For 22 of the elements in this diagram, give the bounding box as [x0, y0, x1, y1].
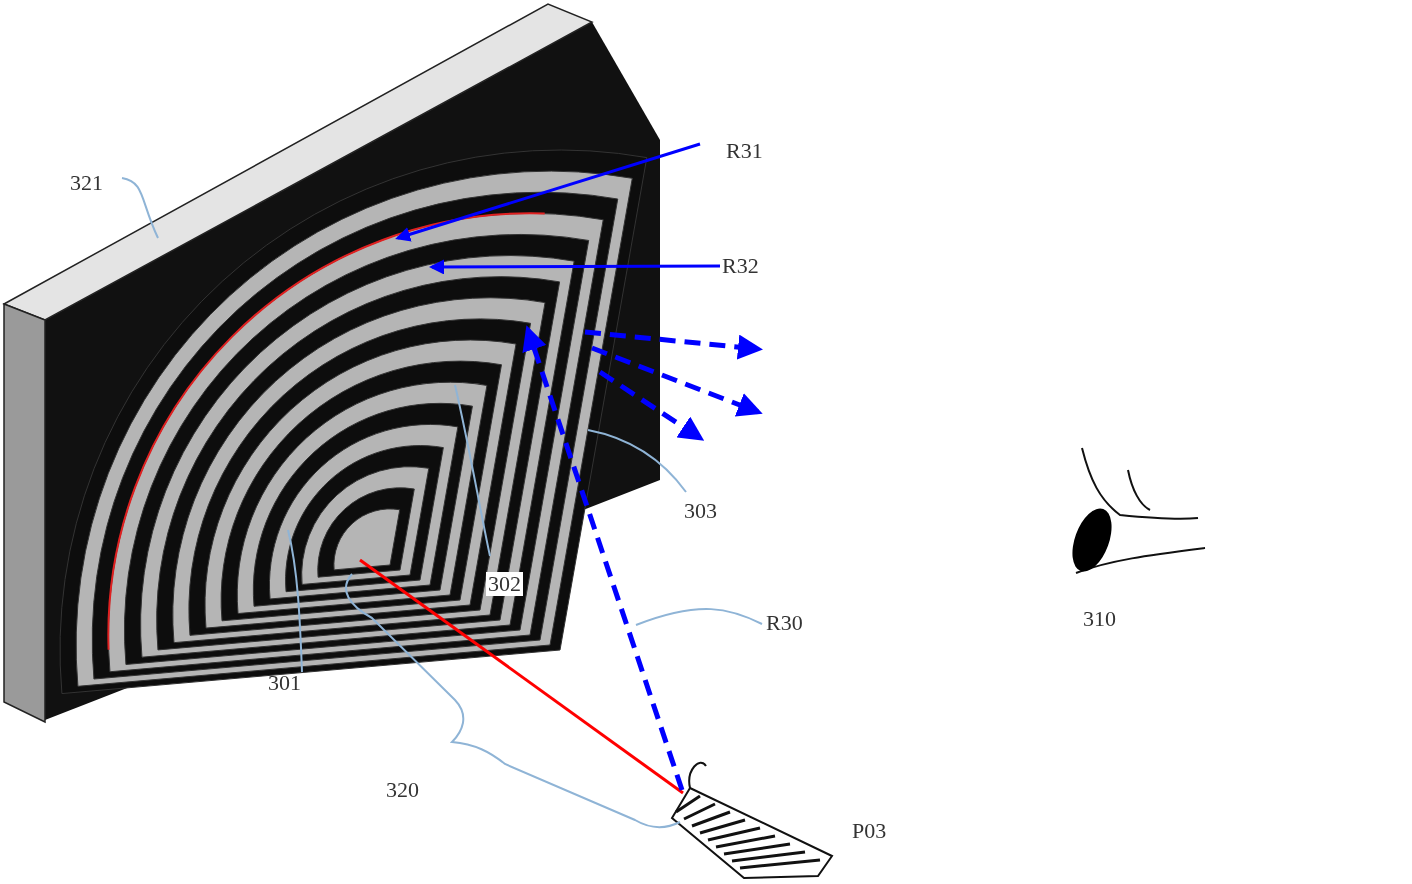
callout-number: R31 — [726, 140, 763, 162]
leader-line — [587, 429, 687, 493]
light-beam — [359, 558, 684, 795]
callout-number: 303 — [684, 500, 717, 522]
leader-line — [121, 177, 159, 239]
callout-number: R30 — [766, 612, 803, 634]
light-ray-arrow — [591, 345, 763, 417]
light-ray-arrow — [522, 325, 685, 791]
callout-number: 310 — [1083, 608, 1116, 630]
callout-number: 301 — [268, 672, 301, 694]
callout-number: 320 — [386, 779, 419, 801]
ray-arrow — [395, 142, 701, 242]
callout-number: 302 — [486, 572, 523, 596]
callout-number: 321 — [70, 172, 103, 194]
light-ray-arrow — [584, 329, 763, 360]
light-ray-arrow — [598, 369, 705, 441]
ray-arrow — [429, 259, 720, 275]
leader-line — [635, 608, 763, 626]
callout-number: R32 — [722, 255, 759, 277]
leader-line — [454, 384, 491, 557]
leader-line — [287, 529, 303, 673]
callout-number: P03 — [852, 820, 887, 842]
